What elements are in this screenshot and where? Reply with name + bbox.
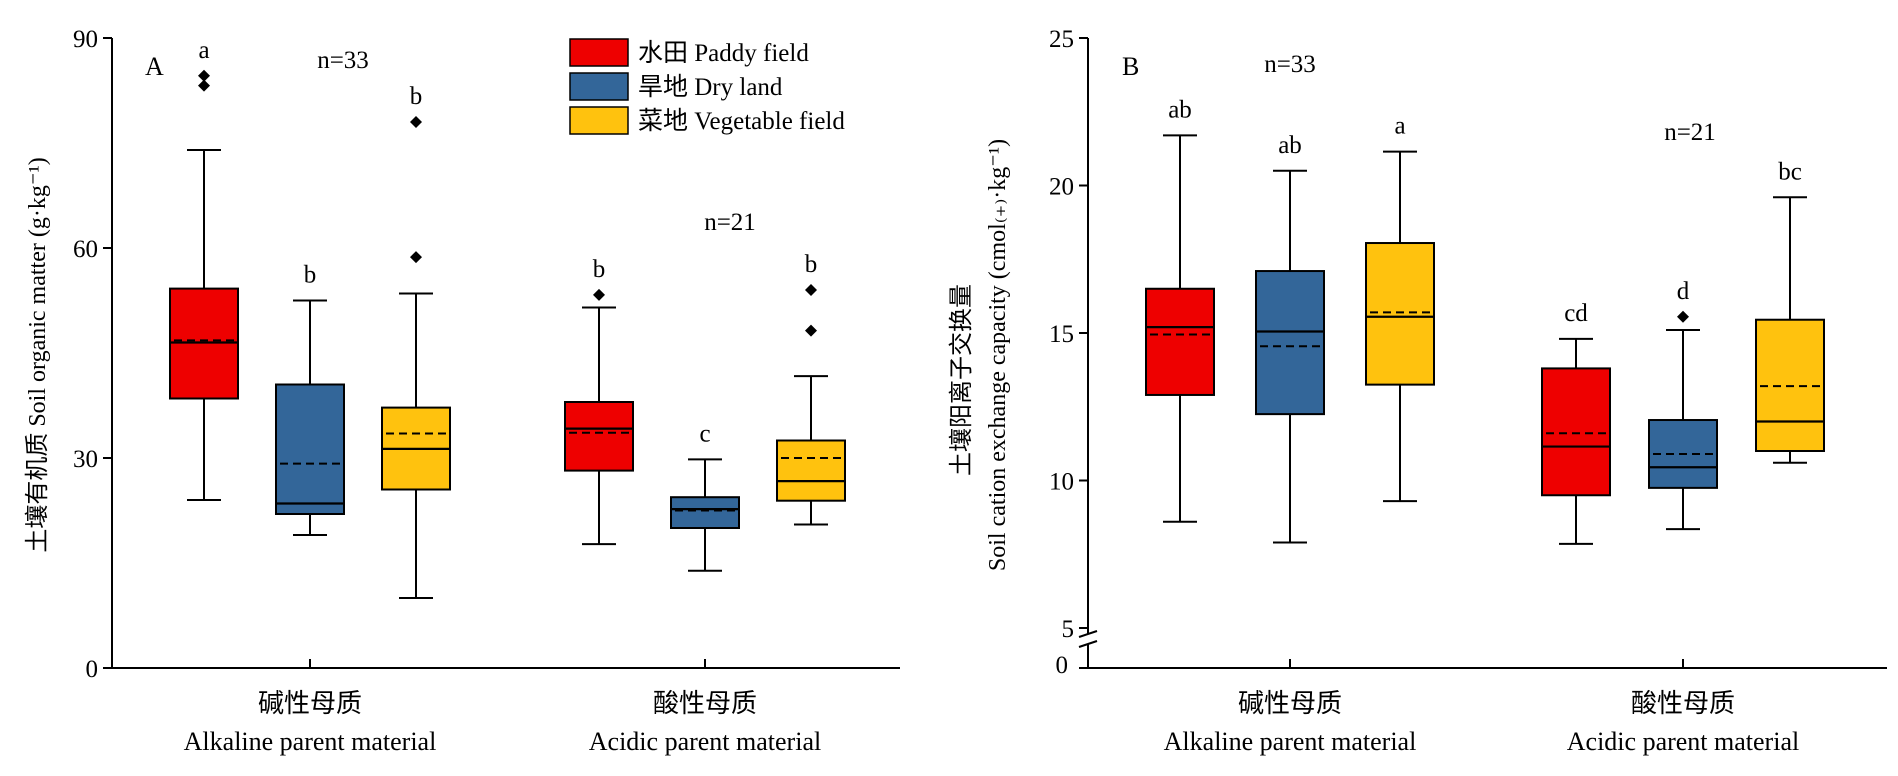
legend: 水田 Paddy field 旱地 Dry land 菜地 Vegetable … (569, 38, 845, 135)
axis-break-mark (1078, 630, 1098, 638)
x-group-label-en: Alkaline parent material (184, 727, 437, 756)
panel-label-b: B (1122, 52, 1139, 81)
outlier-point (410, 251, 422, 264)
outlier-point (805, 324, 817, 337)
significance-letter: d (1677, 278, 1690, 305)
box-body (1255, 270, 1325, 416)
x-group-label-cn: 碱性母质 (258, 689, 362, 718)
y-tick-label-zero: 0 (1056, 652, 1069, 679)
x-group-label-cn: 酸性母质 (653, 689, 757, 718)
box-body (1365, 242, 1435, 386)
outlier-point (198, 79, 210, 92)
legend-swatch-vegetable (569, 106, 629, 135)
legend-label-paddy: 水田 Paddy field (638, 39, 809, 67)
x-group-label-en: Acidic parent material (1567, 727, 1799, 756)
box-body (1541, 367, 1611, 497)
significance-letter: b (410, 83, 423, 110)
legend-label-dry: 旱地 Dry land (638, 73, 783, 101)
y-tick-label: 30 (73, 446, 98, 473)
significance-letter: c (699, 420, 710, 447)
significance-letter: ab (1168, 96, 1192, 123)
significance-letter: b (304, 262, 317, 289)
y-tick-label: 5 (1062, 616, 1075, 643)
group-n-label: n=33 (1264, 51, 1316, 78)
outlier-point (593, 288, 605, 301)
significance-letter: a (1394, 113, 1405, 140)
box-body (275, 383, 345, 515)
x-group-label-cn: 碱性母质 (1238, 689, 1342, 718)
outlier-point (198, 69, 210, 82)
y-axis-label-a: 土壤有机质 Soil organic matter (g·kg⁻¹) (24, 157, 51, 552)
significance-letter: a (198, 37, 209, 64)
legend-swatch-paddy (569, 38, 629, 67)
legend-swatch-dry (569, 72, 629, 101)
y-tick-label: 15 (1049, 321, 1074, 348)
y-axis-label-b-cn: 土壤阳离子交换量 (948, 284, 975, 476)
panel-b: B 土壤阳离子交换量 Soil cation exchange capacity… (948, 26, 1887, 756)
y-tick-label: 60 (73, 236, 98, 263)
y-tick-label: 10 (1049, 469, 1074, 496)
legend-label-vegetable: 菜地 Vegetable field (638, 107, 845, 135)
group-n-label: n=21 (704, 209, 756, 236)
x-group-label-en: Alkaline parent material (1164, 727, 1417, 756)
outlier-point (410, 116, 422, 128)
box-body (1145, 287, 1215, 396)
y-tick-label: 90 (73, 26, 98, 53)
significance-letter: b (593, 256, 606, 283)
significance-letter: cd (1564, 300, 1588, 327)
x-group-label-en: Acidic parent material (589, 727, 821, 756)
group-n-label: n=33 (317, 47, 369, 74)
y-axis-label-b-en: Soil cation exchange capacity (cmol₍₊₎·k… (985, 139, 1011, 571)
panel-label-a: A (145, 52, 164, 81)
significance-letter: b (805, 251, 818, 278)
box-body (670, 496, 740, 530)
group-n-label: n=21 (1664, 119, 1716, 146)
panel-a: A 土壤有机质 Soil organic matter (g·kg⁻¹) n=3… (24, 26, 900, 756)
axis-break-mark (1078, 640, 1098, 648)
significance-letter: ab (1278, 132, 1302, 159)
outlier-point (805, 284, 817, 296)
y-tick-label: 20 (1049, 174, 1074, 201)
significance-letter: bc (1778, 158, 1802, 185)
box-body (776, 439, 846, 502)
outlier-point (1677, 310, 1689, 323)
y-tick-label: 0 (86, 656, 99, 683)
x-group-label-cn: 酸性母质 (1631, 689, 1735, 718)
box-body (564, 401, 634, 472)
y-tick-label: 25 (1049, 26, 1074, 53)
